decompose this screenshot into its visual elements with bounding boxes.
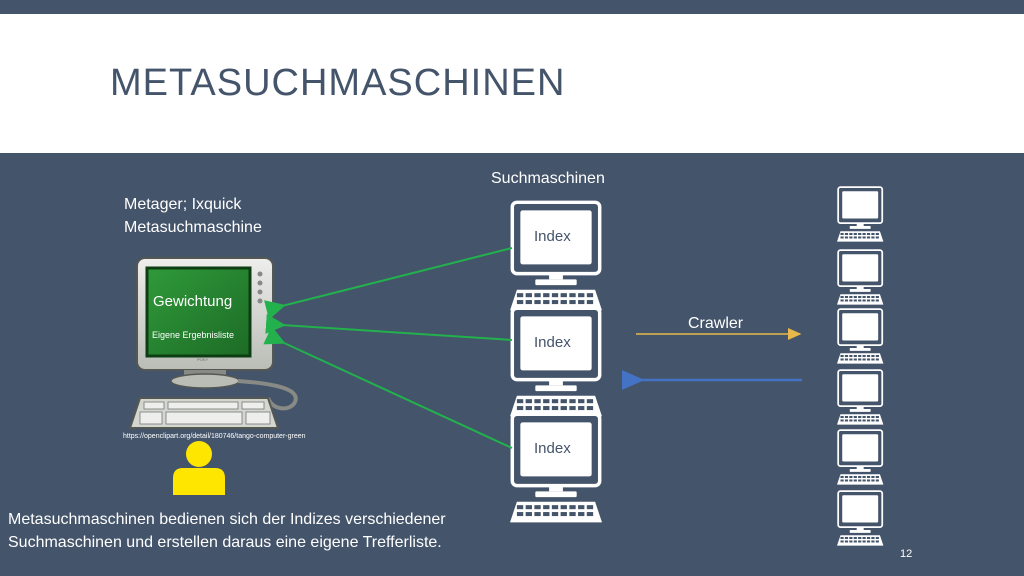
web-computer-icon (837, 308, 884, 364)
suchmaschinen-label: Suchmaschinen (491, 170, 605, 187)
meta-label-line1: Metager; Ixquick (124, 196, 242, 213)
index2-arrow-icon (265, 313, 513, 341)
index-label-1: Index (534, 228, 571, 245)
gewichtung-label: Gewichtung (153, 293, 233, 310)
meta-label-line2: Metasuchmaschine (124, 219, 262, 236)
search-engine-computer-icon (510, 412, 602, 523)
index1-arrow-icon (264, 247, 513, 320)
web-computer-icon (837, 490, 884, 546)
search-engine-computer-icon (510, 306, 602, 417)
meta-computer-icon (128, 257, 298, 429)
crawler-label: Crawler (688, 315, 744, 332)
index-label-2: Index (534, 334, 571, 351)
web-computer-icon (837, 186, 884, 242)
web-computer-icon (837, 369, 884, 425)
top-band (0, 0, 1024, 14)
caption-line2: Suchmaschinen und erstellen daraus eine … (8, 534, 442, 551)
image-credit: https://openclipart.org/detail/180746/ta… (123, 433, 306, 440)
web-computer-icon (837, 429, 884, 485)
page-number: 12 (900, 548, 913, 560)
search-engine-computer-icon (510, 200, 602, 311)
caption-line1: Metasuchmaschinen bedienen sich der Indi… (8, 511, 446, 528)
web-computer-icon (837, 249, 884, 305)
index3-arrow-icon (263, 326, 513, 449)
person-icon (173, 441, 225, 495)
title-area (0, 14, 1024, 153)
monitor-brand: POKY (197, 357, 209, 362)
index-label-3: Index (534, 440, 571, 457)
slide-title: METASUCHMASCHINEN (110, 62, 566, 104)
eigene-ergebnisliste-label: Eigene Ergebnisliste (152, 330, 235, 340)
